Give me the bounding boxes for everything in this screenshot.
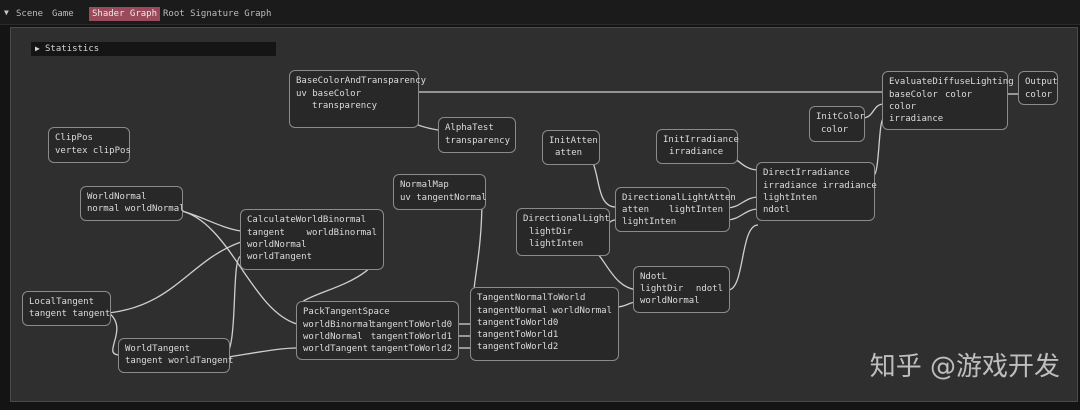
node-pin[interactable]: baseColor: [889, 90, 938, 100]
node-output[interactable]: Output color: [1018, 71, 1058, 105]
node-pin[interactable]: ndotl: [695, 284, 723, 294]
node-worldnormal[interactable]: WorldNormal normal worldNormal: [80, 186, 185, 221]
node-initirradiance[interactable]: InitIrradiance irradiance: [656, 129, 739, 164]
node-title: PackTangentSpace: [303, 307, 390, 317]
node-pin[interactable]: lightDir: [640, 284, 684, 294]
node-pin[interactable]: lightInten: [668, 205, 723, 215]
node-direct-irradiance[interactable]: DirectIrradiance irradiance irradiance l…: [756, 162, 877, 221]
node-pin[interactable]: tangent: [247, 228, 285, 238]
watermark-text: 知乎 @游戏开发: [869, 352, 1060, 382]
tab-root-signature-graph[interactable]: Root Signature Graph: [163, 9, 272, 19]
node-pin[interactable]: lightDir: [529, 227, 573, 237]
expand-arrow-icon[interactable]: ▶: [35, 44, 40, 53]
node-pin[interactable]: normal worldNormal: [87, 204, 185, 214]
node-pin[interactable]: atten: [555, 148, 583, 158]
node-title: EvaluateDiffuseLighting: [889, 77, 1014, 87]
node-pin[interactable]: tangentToWorld1: [477, 330, 559, 340]
node-title: InitAtten: [549, 136, 598, 146]
node-pin[interactable]: worldTangent: [303, 344, 369, 354]
tab-shader-graph[interactable]: Shader Graph: [89, 7, 161, 21]
node-pin[interactable]: worldNormal: [303, 332, 363, 342]
node-basecolor-and-transparency[interactable]: BaseColorAndTransparency uv baseColor tr…: [289, 70, 426, 128]
node-pin[interactable]: tangentToWorld1: [370, 332, 452, 342]
node-title: TangentNormalToWorld: [477, 293, 586, 303]
node-pin[interactable]: tangent worldTangent: [125, 356, 234, 366]
node-pin[interactable]: tangentNormal: [477, 306, 548, 316]
node-title: CalculateWorldBinormal: [247, 215, 367, 225]
node-pin[interactable]: color: [889, 102, 917, 112]
node-title: AlphaTest: [445, 123, 494, 133]
node-title: NormalMap: [400, 180, 449, 190]
node-title: NdotL: [640, 272, 668, 282]
node-pin[interactable]: tangentToWorld2: [477, 342, 559, 352]
node-pin[interactable]: uv tangentNormal: [400, 193, 487, 203]
node-calculate-world-binormal[interactable]: CalculateWorldBinormal tangent worldBino…: [240, 209, 384, 270]
statistics-panel-header[interactable]: ▶ Statistics: [31, 42, 276, 56]
node-pin[interactable]: uv baseColor: [296, 89, 362, 99]
node-title: InitColor: [816, 112, 865, 122]
node-title: InitIrradiance: [663, 135, 739, 145]
node-pin[interactable]: worldBinormal: [306, 228, 377, 238]
node-title: WorldNormal: [87, 192, 147, 202]
node-evaluate-diffuse-lighting[interactable]: EvaluateDiffuseLighting baseColor color …: [882, 71, 1014, 130]
node-title: DirectionalLightAtten: [622, 193, 736, 203]
node-ndotl[interactable]: NdotL lightDir ndotl worldNormal: [633, 266, 730, 313]
window-menu-icon[interactable]: ▼: [4, 8, 9, 17]
node-localtangent[interactable]: LocalTangent tangent tangent: [22, 291, 111, 326]
node-pin[interactable]: vertex clipPos: [55, 146, 131, 156]
statistics-label: Statistics: [45, 44, 100, 54]
node-pin[interactable]: lightInten: [529, 239, 584, 249]
editor-tab-bar: ▼ Scene Game Shader Graph Root Signature…: [0, 0, 1080, 25]
node-pin[interactable]: color: [1025, 90, 1053, 100]
node-pin[interactable]: lightInten: [622, 217, 677, 227]
node-title: LocalTangent: [29, 297, 95, 307]
node-pin[interactable]: worldBinormal: [303, 320, 374, 330]
node-title: ClipPos: [55, 133, 93, 143]
node-pin[interactable]: atten: [622, 205, 650, 215]
node-directional-light-atten[interactable]: DirectionalLightAtten atten lightInten l…: [615, 187, 736, 232]
node-pin[interactable]: irradiance: [889, 114, 944, 124]
node-pin[interactable]: ndotl: [763, 205, 791, 215]
node-pin[interactable]: worldTangent: [247, 252, 313, 262]
node-pin[interactable]: color: [821, 125, 849, 135]
node-pin[interactable]: tangentToWorld0: [370, 320, 452, 330]
node-pin[interactable]: transparency: [445, 136, 511, 146]
node-pin[interactable]: tangentToWorld2: [370, 344, 452, 354]
node-pin[interactable]: tangentToWorld0: [477, 318, 559, 328]
node-worldtangent[interactable]: WorldTangent tangent worldTangent: [118, 338, 234, 373]
node-alphatest[interactable]: AlphaTest transparency: [438, 117, 516, 153]
node-pin[interactable]: irradiance: [669, 147, 724, 157]
node-clippos[interactable]: ClipPos vertex clipPos: [48, 127, 131, 163]
node-pin[interactable]: color: [945, 90, 973, 100]
node-pin[interactable]: lightInten: [763, 193, 818, 203]
tab-game[interactable]: Game: [52, 9, 74, 19]
node-title: DirectIrradiance: [763, 168, 850, 178]
node-directional-light[interactable]: DirectionalLight lightDir lightInten: [516, 208, 610, 256]
node-title: DirectionalLight: [523, 214, 610, 224]
node-title: BaseColorAndTransparency: [296, 76, 427, 86]
node-initatten[interactable]: InitAtten atten: [542, 130, 600, 165]
node-pin[interactable]: tangent tangent: [29, 309, 111, 319]
node-title: WorldTangent: [125, 344, 191, 354]
node-tangent-normal-to-world[interactable]: TangentNormalToWorld tangentNormal world…: [470, 287, 619, 361]
node-pack-tangent-space[interactable]: PackTangentSpace worldBinormal tangentTo…: [296, 301, 459, 360]
node-pin[interactable]: worldNormal: [640, 296, 700, 306]
node-pin[interactable]: worldNormal: [552, 306, 612, 316]
node-pin[interactable]: worldNormal: [247, 240, 307, 250]
node-pin[interactable]: transparency: [312, 101, 378, 111]
tab-scene[interactable]: Scene: [16, 9, 44, 19]
node-pin[interactable]: irradiance irradiance: [763, 181, 877, 191]
node-initcolor[interactable]: InitColor color: [809, 106, 865, 142]
node-title: Output: [1025, 77, 1058, 87]
node-normalmap[interactable]: NormalMap uv tangentNormal: [393, 174, 487, 210]
